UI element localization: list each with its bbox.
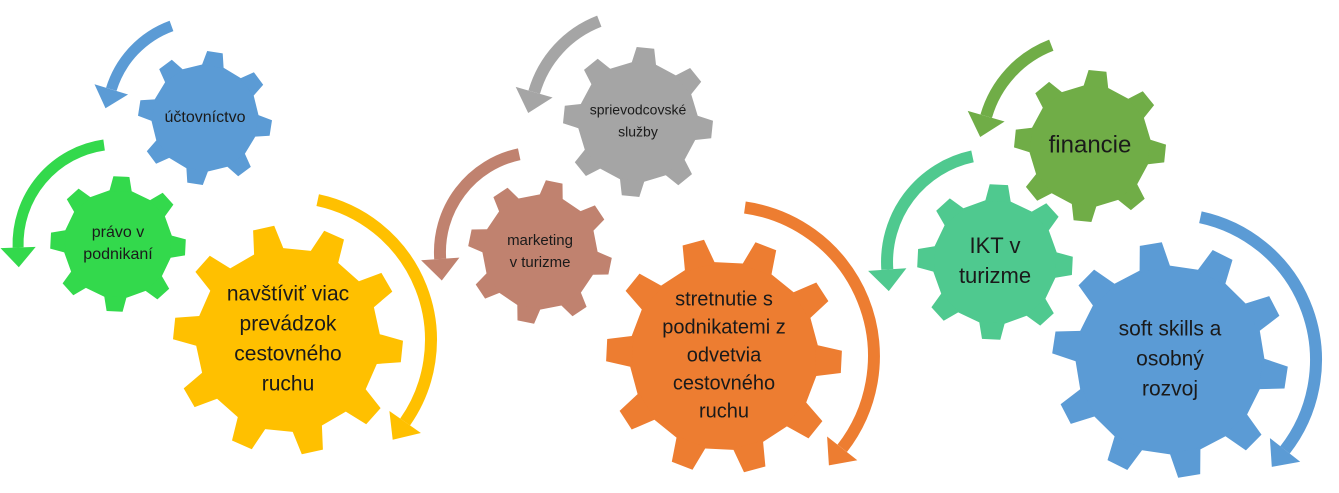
gear-node: sprievodcovské služby (563, 47, 713, 197)
gear-node: stretnutie s podnikatemi z odvetvia cestovn… (606, 239, 842, 473)
gear-label-line: odvetvia (687, 344, 762, 366)
cycle-arrow (316, 194, 437, 440)
gear-label-line: financie (1049, 131, 1132, 158)
gear-node: navštíviť viac prevádzok cestovného ruchu (173, 225, 403, 455)
gear-label-line: cestovného (234, 343, 341, 366)
gear-label-line: prevádzok (240, 313, 337, 336)
gear-label-line: stretnutie s (675, 288, 773, 310)
gear-node: IKT v turizme (917, 184, 1073, 340)
gear-node: marketing v turizme (468, 180, 612, 324)
cycle-arrow (94, 20, 174, 109)
gear-node: právo v podnikaní (50, 176, 186, 312)
gear-label-line: služby (618, 124, 658, 140)
gear-node: financie (1014, 70, 1166, 222)
cycle-arrow (967, 39, 1054, 137)
gear-label-line: podnikatemi z (662, 316, 785, 338)
cycle-arrow (515, 15, 602, 113)
gear-label-line: podnikaní (83, 246, 153, 263)
gear-label-line: účtovníctvo (165, 109, 246, 126)
cycle-arrow (421, 148, 521, 281)
cycle-arrow (1199, 211, 1322, 467)
gear-node: soft skills a osobný rozvoj (1052, 242, 1288, 478)
gear-label-line: v turizme (510, 254, 571, 271)
gear-label-line: ruchu (699, 400, 749, 422)
cycle-arrow (0, 139, 105, 268)
gear-label-line: rozvoj (1142, 378, 1198, 401)
gear-label-line: ruchu (262, 373, 315, 396)
gear-label-line: právo v (92, 224, 144, 241)
gear-node: účtovníctvo (138, 51, 272, 185)
gear-group-2: sprievodcovské služby marketing v turizme st… (421, 15, 880, 473)
cycle-arrow (868, 150, 974, 292)
gear-group-1: účtovníctvo právo v podnikaní navštíviť via… (0, 20, 437, 455)
gear-label-line: cestovného (673, 372, 775, 394)
gear-label-line: soft skills a (1119, 318, 1222, 341)
gear-label-line: sprievodcovské (590, 102, 687, 118)
gear-label-line: osobný (1136, 348, 1204, 371)
gear-label-line: marketing (507, 232, 573, 249)
gear-label-line: navštíviť viac (227, 283, 349, 306)
cycle-arrow (744, 201, 880, 466)
gear-label-line: turizme (959, 263, 1031, 288)
gear-label-line: IKT v (970, 233, 1021, 258)
